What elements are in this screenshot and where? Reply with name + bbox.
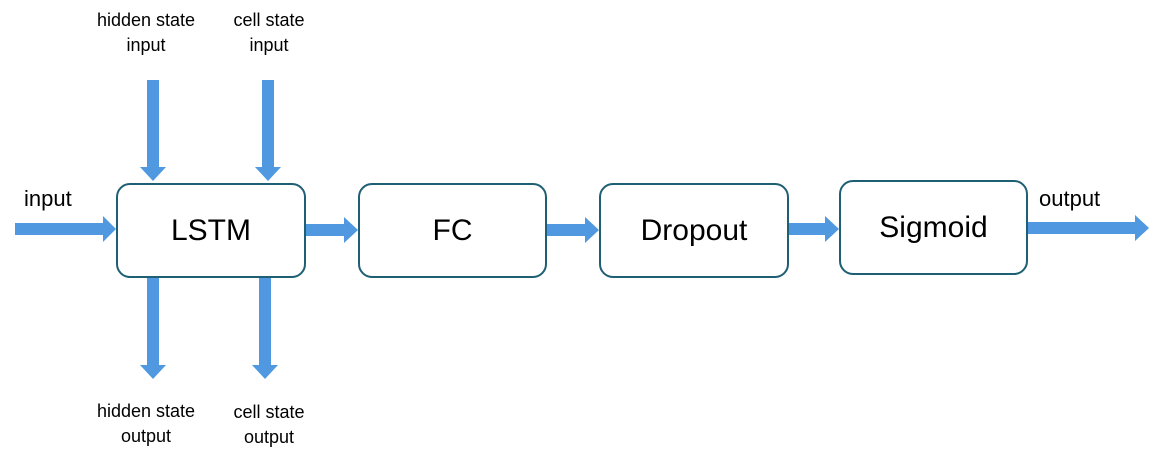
input-to-lstm-arrow bbox=[15, 216, 116, 242]
hidden-state-input-label: hidden state input bbox=[71, 8, 221, 58]
sigmoid-to-output-arrow bbox=[1028, 215, 1149, 241]
hidden-state-output-label-line1: hidden state bbox=[96, 401, 196, 421]
cell-state-input-label: cell state input bbox=[194, 8, 344, 58]
sigmoid-block-label: Sigmoid bbox=[879, 210, 988, 244]
fc-block: FC bbox=[358, 183, 547, 278]
cell-state-output-label-line1: cell state bbox=[233, 402, 305, 422]
hidden-state-input-label-line2: input bbox=[126, 35, 166, 55]
output-label: output bbox=[1039, 186, 1101, 211]
hidden-state-output-arrow bbox=[140, 278, 166, 379]
fc-block-label: FC bbox=[432, 213, 473, 247]
lstm-block: LSTM bbox=[116, 183, 306, 278]
cell-state-output-arrow bbox=[252, 278, 278, 379]
dropout-block: Dropout bbox=[599, 183, 789, 278]
input-label: input bbox=[24, 186, 72, 211]
lstm-block-label: LSTM bbox=[170, 213, 251, 247]
hidden-state-output-label: hidden state output bbox=[71, 399, 221, 449]
hidden-state-input-label-line1: hidden state bbox=[96, 10, 196, 30]
dropout-to-sigmoid-arrow bbox=[789, 216, 839, 242]
lstm-to-fc-arrow bbox=[306, 217, 358, 243]
dropout-block-label: Dropout bbox=[640, 213, 748, 247]
cell-state-input-label-line2: input bbox=[249, 35, 289, 55]
cell-state-input-label-line1: cell state bbox=[233, 10, 305, 30]
hidden-state-output-label-line2: output bbox=[120, 426, 172, 446]
sigmoid-block: Sigmoid bbox=[839, 180, 1028, 275]
cell-state-input-arrow bbox=[255, 80, 281, 181]
hidden-state-input-arrow bbox=[140, 80, 166, 181]
cell-state-output-label: cell state output bbox=[194, 400, 344, 450]
cell-state-output-label-line2: output bbox=[243, 427, 295, 447]
fc-to-dropout-arrow bbox=[547, 217, 599, 243]
